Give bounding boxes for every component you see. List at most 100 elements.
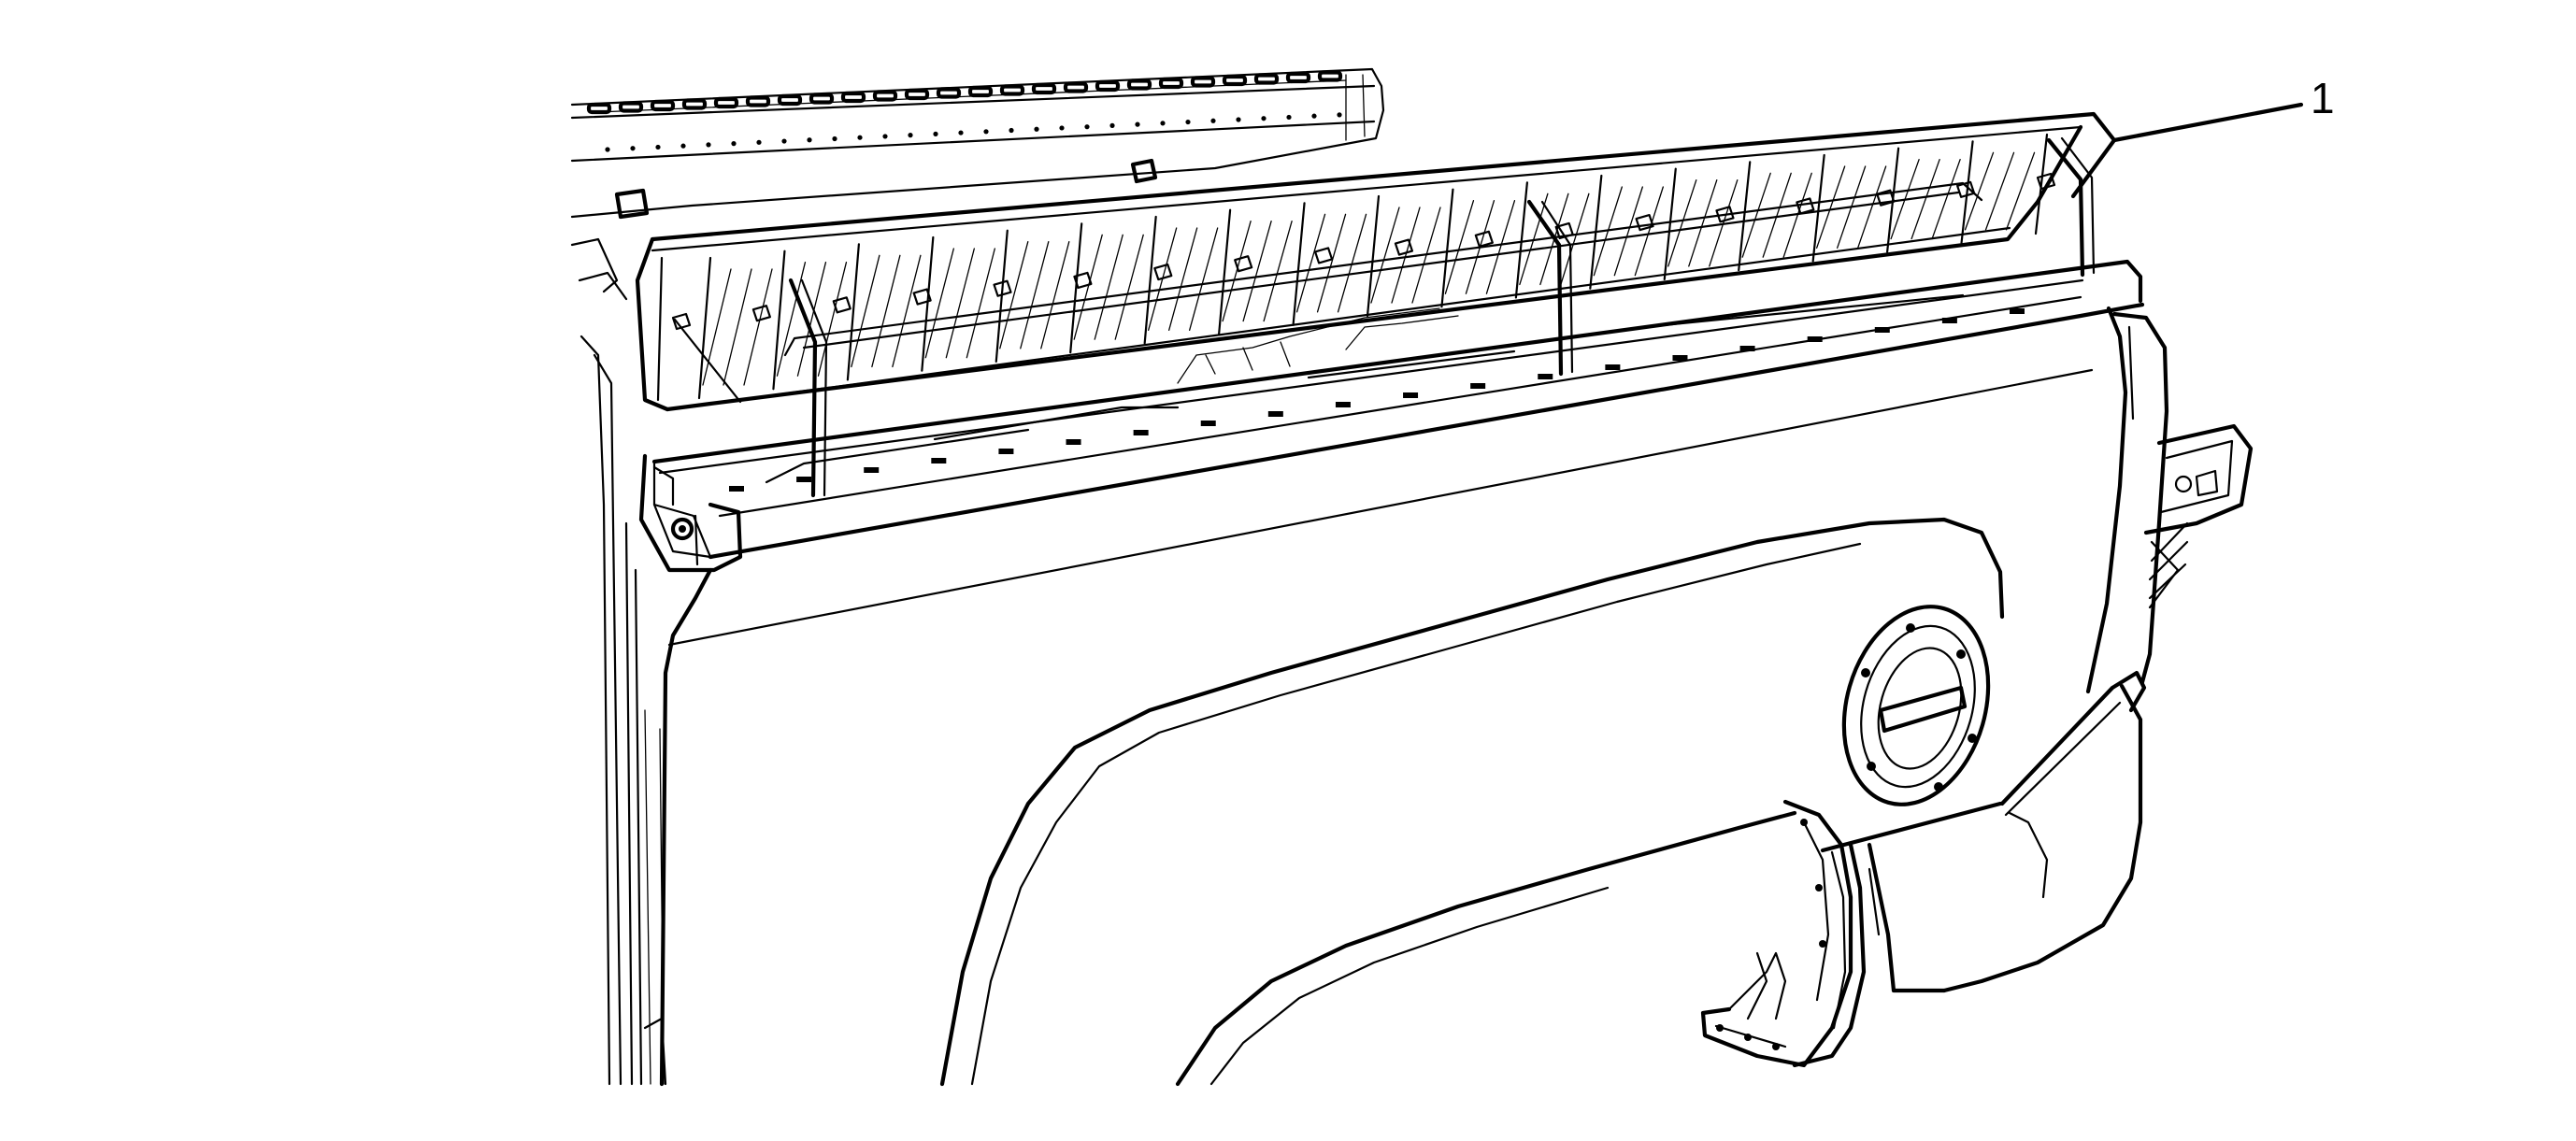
rail-slot (1222, 74, 1248, 87)
rail-dot (1311, 113, 1317, 119)
panel-hatch-stroke (892, 254, 922, 368)
rail-dot (1337, 112, 1342, 118)
panel-hatch-stroke (1984, 151, 2015, 231)
rail-slot (840, 91, 866, 104)
cab-edge (580, 335, 667, 1086)
panel-clip (671, 312, 692, 331)
rail-slot (1317, 70, 1343, 82)
corner-cap (638, 453, 743, 573)
panel-clip (912, 288, 932, 306)
rail-dot (857, 135, 863, 140)
panel-divider (1292, 202, 1306, 326)
panel-divider (921, 235, 935, 372)
panel-hatch-stroke (1931, 159, 1961, 240)
panel-hatch-stroke (999, 241, 1029, 349)
callout-1-leader (2111, 102, 2304, 143)
wheel-arch (939, 517, 2005, 1087)
rail-slot (586, 102, 612, 115)
rail-dot (1034, 126, 1039, 132)
rail-mark (1874, 327, 1890, 333)
panel-divider (1663, 167, 1677, 280)
panel-clip (751, 305, 771, 322)
panel-hatch-stroke (1667, 179, 1697, 267)
panel-divider (2034, 133, 2049, 235)
rail-mark (1941, 318, 1957, 323)
panel-hatch-stroke (1741, 172, 1771, 258)
panel-hatch-stroke (743, 268, 773, 386)
rear-quarter-bumper (1792, 670, 2147, 1068)
panel-clip (1394, 238, 1414, 256)
panel-hatch-stroke (871, 254, 901, 368)
rail-dot (1059, 125, 1065, 131)
panel-hatch-stroke (1444, 200, 1475, 294)
tonneau-cover-panel (635, 111, 2117, 412)
rail-mark (2010, 308, 2025, 314)
panel-hatch-stroke (1762, 172, 1792, 258)
panel-hatch-stroke (1073, 234, 1103, 340)
panel-clip (993, 279, 1012, 297)
rail-slot (1095, 79, 1121, 93)
rail-slot (1158, 77, 1184, 90)
rail-dot (1185, 119, 1191, 125)
rail-mark (729, 486, 744, 492)
panel-divider (697, 256, 712, 400)
rail-slot (809, 93, 835, 105)
panel-hatch-stroke (1337, 213, 1367, 313)
panel-divider (1811, 153, 1825, 263)
panel-hatch-stroke (1316, 213, 1347, 313)
rail-mark (1335, 402, 1351, 407)
panel-hatch-stroke (723, 268, 752, 386)
panel-hatch-stroke (924, 248, 954, 359)
rail-slot (967, 85, 994, 98)
panel-clip (1313, 247, 1334, 264)
rail-dot (882, 134, 888, 139)
panel-divider (772, 250, 786, 391)
panel-hatch-stroke (945, 248, 975, 359)
panel-clip (1635, 214, 1654, 232)
rail-dot (908, 133, 913, 138)
panel-hatch-stroke (1964, 151, 1995, 231)
panel-hatch-stroke (1094, 234, 1123, 340)
panel-divider (1143, 215, 1157, 345)
rail-mark (796, 477, 812, 482)
panel-hatch-stroke (1613, 186, 1643, 277)
panel-clip (1715, 206, 1735, 223)
panel-hatch-stroke (2005, 151, 2036, 231)
panel-divider (1069, 222, 1083, 354)
panel-hatch-stroke (1168, 227, 1198, 331)
panel-hatch-stroke (1816, 165, 1846, 249)
panel-divider (1960, 140, 1974, 244)
panel-hatch-stroke (1634, 186, 1664, 277)
callout-1-number: 1 (2311, 74, 2335, 122)
panel-hatch-stroke (1560, 193, 1590, 286)
rail-slot (999, 84, 1025, 96)
panel-divider (1514, 181, 1528, 299)
rail-mark (1739, 346, 1755, 351)
panel-hatch-stroke (796, 262, 827, 377)
rail-dot (706, 142, 711, 148)
rail-slot (1190, 76, 1216, 88)
rail-dot (1236, 117, 1241, 122)
rail-dot (1160, 121, 1166, 126)
panel-hatch-stroke (1114, 234, 1144, 340)
panel-hatch-stroke (851, 254, 880, 368)
panel-clip (2036, 172, 2056, 191)
rail-dot (1084, 124, 1090, 130)
rear-step-bracket (1700, 799, 1853, 1068)
rail-mark (1133, 430, 1149, 435)
rail-dot (756, 139, 762, 145)
panel-divider (995, 229, 1009, 363)
rail-slot (650, 99, 676, 112)
panel-clip (1153, 263, 1173, 281)
rail-mark (1807, 336, 1823, 342)
rail-dot (655, 144, 661, 150)
rail-dot (781, 138, 787, 144)
panel-hatch-stroke (1688, 179, 1718, 267)
rail-dot (1009, 127, 1014, 134)
panel-hatch-stroke (1391, 207, 1421, 304)
rail-mark (1403, 392, 1419, 398)
tailgate-bracket (2143, 423, 2254, 609)
panel-divider (846, 243, 860, 381)
rail-dot (1286, 114, 1292, 121)
panel-clip (1796, 197, 1815, 215)
